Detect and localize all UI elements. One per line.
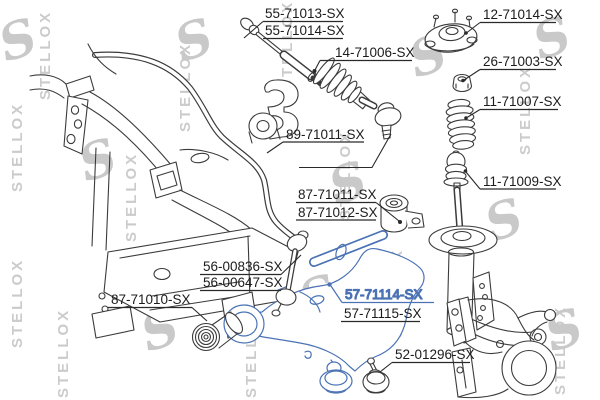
part-number-text[interactable]: 87-71011-SX [298, 187, 377, 202]
watermark-text: STELLOX [123, 152, 140, 242]
part-number-text[interactable]: 89-71011-SX [286, 127, 365, 142]
part-label-11-71007[interactable]: 11-71007-SX [464, 94, 562, 120]
part-number-text[interactable]: 26-71003-SX [483, 54, 563, 69]
watermark-s-icon: S [167, 6, 220, 73]
front-arm-bushing-drawing [191, 311, 244, 352]
part-number-text[interactable]: 87-71012-SX [298, 205, 378, 220]
part-number-text[interactable]: 87-71010-SX [111, 292, 191, 307]
watermark-text: STELLOX [279, 0, 296, 90]
part-label-57-71114-highlighted[interactable]: 57-71114-SX [327, 282, 434, 304]
bump-stop-drawing [443, 150, 469, 187]
ball-joint-drawing [362, 357, 390, 394]
part-label-55-71013[interactable]: 55-71013-SX [243, 6, 345, 39]
part-label-89-71011[interactable]: 89-71011-SX [266, 127, 365, 154]
leader-dot [463, 169, 468, 173]
part-number-text[interactable]: 12-71014-SX [483, 7, 563, 22]
part-label-55-71014[interactable]: 55-71014-SX [263, 23, 345, 40]
strut-mount-drawing [424, 8, 478, 53]
watermark-text: STELLOX [552, 305, 569, 395]
part-number-text[interactable]: 55-71014-SX [265, 23, 345, 38]
part-number-text[interactable]: 55-71013-SX [265, 6, 345, 21]
watermark-text: STELLOX [9, 258, 26, 348]
stabilizer-bushing-bracket-drawing [248, 79, 299, 144]
part-number-text-highlighted[interactable]: 57-71114-SX [344, 286, 423, 302]
steering-knuckle-drawing [446, 296, 557, 399]
part-number-text[interactable]: 56-00836-SX [203, 259, 283, 274]
tie-rod-end-leader [299, 133, 392, 169]
steering-boot-drawing [313, 57, 371, 110]
watermark-text: STELLOX [9, 102, 26, 192]
part-number-text[interactable]: 11-71007-SX [483, 94, 562, 109]
part-number-text[interactable]: 57-71115-SX [344, 306, 422, 321]
leader-dot [398, 220, 402, 224]
part-number-text[interactable]: 52-01296-SX [395, 347, 475, 362]
part-label-56-00836[interactable]: 56-00836-SX [200, 254, 302, 276]
part-labels: 55-71013-SX 55-71014-SX 14-71006-SX 12-7… [108, 6, 563, 373]
leader-dot-blue [327, 282, 332, 287]
part-label-12-71014[interactable]: 12-71014-SX [464, 7, 563, 35]
tie-rod-end-drawing [358, 96, 402, 140]
watermark-text: STELLOX [37, 10, 54, 100]
part-label-26-71003[interactable]: 26-71003-SX [461, 54, 563, 83]
leader-dot [464, 31, 468, 35]
part-number-text[interactable]: 56-00647-SX [203, 275, 283, 290]
strut-boot-drawing [445, 98, 477, 150]
part-label-87-71012[interactable]: 87-71012-SX [296, 205, 378, 221]
watermark-text: STELLOX [55, 308, 72, 398]
leader-dot [464, 116, 468, 120]
part-label-52-01296[interactable]: 52-01296-SX [379, 347, 475, 373]
part-label-87-71011[interactable]: 87-71011-SX [296, 187, 402, 224]
leader-dot [461, 78, 465, 83]
part-label-56-00647[interactable]: 56-00647-SX [200, 275, 283, 292]
control-arm-bushing-drawing [379, 194, 425, 233]
part-label-14-71006[interactable]: 14-71006-SX [312, 45, 415, 73]
stabilizer-bar-drawing [87, 43, 296, 240]
part-label-57-71115[interactable]: 57-71115-SX [341, 306, 422, 323]
part-label-87-71010[interactable]: 87-71010-SX [108, 292, 208, 322]
leader-dot [312, 69, 317, 73]
watermark-text: STELLOX [337, 130, 354, 220]
stabilizer-link-drawing [271, 230, 309, 317]
part-label-11-71009[interactable]: 11-71009-SX [463, 169, 562, 190]
part-number-text[interactable]: 11-71009-SX [483, 174, 562, 189]
part-number-text[interactable]: 14-71006-SX [335, 45, 415, 60]
